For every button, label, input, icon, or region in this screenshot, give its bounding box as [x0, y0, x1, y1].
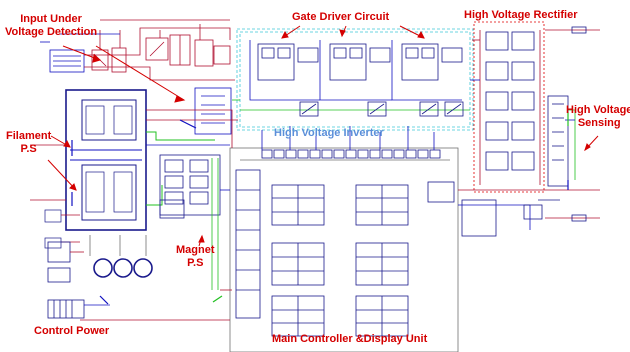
hv-rectifier-section	[473, 21, 600, 222]
magnet-line2: P.S	[187, 257, 204, 269]
hv-inverter-label: High Voltage Inverter	[274, 127, 384, 139]
hv-sensing-line2: Sensing	[577, 117, 621, 129]
hv-rectifier-label: High Voltage Rectifier	[464, 9, 578, 21]
hv-sensing-label: High Voltage Sensing	[566, 104, 630, 130]
main-controller-label: Main Controller &Display Unit	[272, 333, 428, 345]
magnet-section	[89, 154, 221, 290]
input-under-voltage-line1: Input Under	[20, 13, 82, 25]
input-under-voltage-line2: Voltage Detection	[5, 26, 98, 38]
control-power-section	[47, 241, 110, 319]
magnet-label: Magnet P.S	[176, 244, 215, 270]
interconnect-wiring	[30, 39, 480, 321]
gate-driver-label: Gate Driver Circuit	[292, 11, 390, 23]
filament-section	[44, 89, 215, 249]
filament-line1: Filament	[6, 130, 52, 142]
main-controller-section	[229, 126, 600, 352]
control-power-label: Control Power	[34, 325, 110, 337]
signal-markers	[71, 112, 569, 305]
gate-driver-section	[236, 28, 474, 131]
input-section	[40, 19, 235, 135]
input-under-voltage-label: Input Under Voltage Detection	[5, 13, 97, 39]
magnet-line1: Magnet	[176, 244, 215, 256]
hv-sensing-line1: High Voltage	[566, 104, 630, 116]
filament-label: Filament P.S	[6, 130, 51, 156]
callout-arrows	[47, 25, 599, 247]
filament-line2: P.S	[20, 143, 37, 155]
